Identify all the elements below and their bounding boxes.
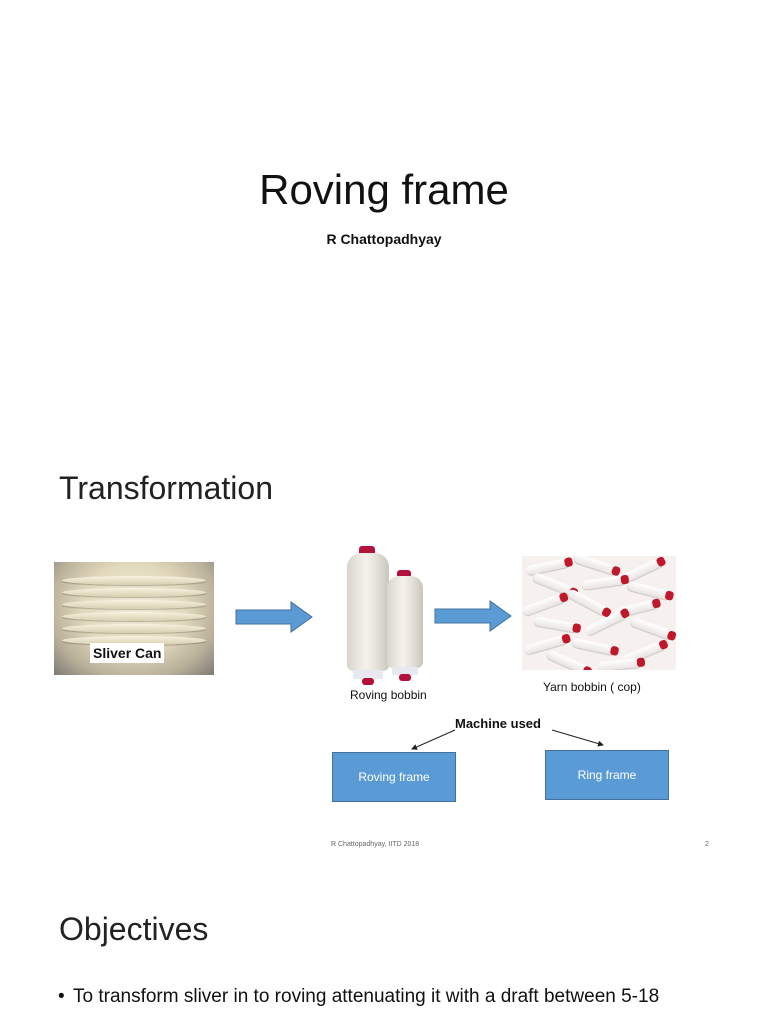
- roving-bobbin-caption: Roving bobbin: [350, 688, 427, 702]
- bullet-text: To transform sliver in to roving attenua…: [73, 986, 660, 1007]
- sliver-can-image: Sliver Can: [54, 562, 214, 675]
- yarn-bobbin-image: [522, 556, 676, 670]
- arrow-right-icon: [235, 601, 313, 633]
- connector-arrows: [411, 729, 604, 750]
- roving-bobbin-image: [335, 543, 435, 688]
- section-title-transformation: Transformation: [59, 470, 273, 506]
- slide-author: R Chattopadhyay: [326, 231, 442, 247]
- roving-frame-box: Roving frame: [332, 752, 456, 802]
- slide-title: Roving frame: [259, 166, 509, 213]
- yarn-bobbin-caption: Yarn bobbin ( cop): [543, 680, 641, 694]
- bullet-dot-icon: •: [58, 986, 65, 1007]
- sliver-can-label: Sliver Can: [90, 643, 165, 663]
- machine-used-label: Machine used: [455, 716, 541, 731]
- ring-frame-box: Ring frame: [545, 750, 669, 800]
- arrow-right-icon: [434, 600, 512, 632]
- slide-number: 2: [705, 841, 709, 848]
- section-title-objectives: Objectives: [59, 911, 209, 947]
- slide-footer: R Chattopadhyay, IITD 2018: [331, 841, 420, 848]
